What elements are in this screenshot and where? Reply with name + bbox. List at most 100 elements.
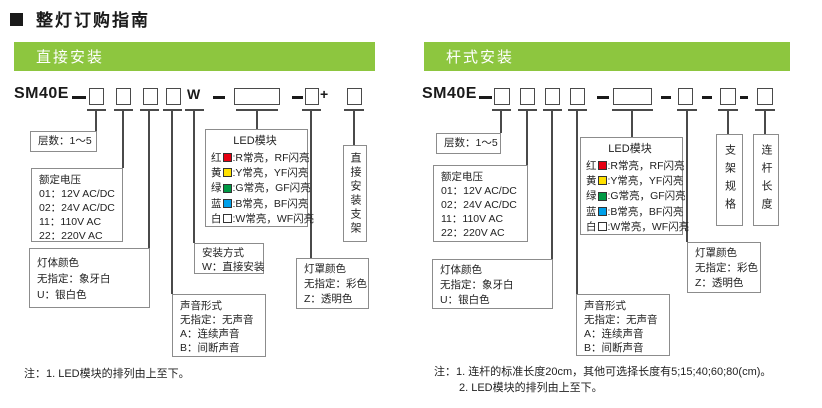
led-yellow-chip-icon <box>222 168 232 178</box>
shade-color-option: 无指定：彩色 <box>304 278 367 290</box>
separator-dash <box>702 96 712 99</box>
page-title: 整灯订购指南 <box>36 11 150 30</box>
led-row-blue: 蓝 :B常亮，BF闪亮 <box>211 196 309 211</box>
led-code-text: :R常亮，RF闪亮 <box>232 151 310 164</box>
note-line: 2. LED模块的排列由上至下。 <box>459 380 771 396</box>
led-module-box: LED模块 红:R常亮，RF闪亮 黄:Y常亮，YF闪亮 绿:G常亮，GF闪亮 蓝… <box>580 137 689 235</box>
layers-label: 层数：1～5 <box>444 137 498 149</box>
connector-line <box>256 109 258 129</box>
connector-line <box>193 109 195 243</box>
voltage-option: 02：24V AC/DC <box>441 199 517 211</box>
model-led-box <box>234 88 280 105</box>
model-shade-box <box>305 88 319 105</box>
led-row-green: 绿 :G常亮，GF闪亮 <box>211 181 311 196</box>
connector-line <box>171 109 173 294</box>
led-yellow-chip-icon <box>597 176 607 186</box>
voltage-option: 01：12V AC/DC <box>39 188 115 200</box>
led-code-text: :W常亮，WF闪亮 <box>232 212 315 225</box>
led-color-name: 白 <box>211 212 222 225</box>
model-digit-box-1 <box>89 88 104 105</box>
separator-dash <box>479 96 492 99</box>
bracket-spec-label: 支架规格 <box>723 144 736 216</box>
body-color-box: 灯体颜色 无指定：象牙白 U：银白色 <box>432 259 553 309</box>
model-bracket-spec-box <box>720 88 736 105</box>
separator-dash <box>292 96 303 99</box>
voltage-option: 11：110V AC <box>39 216 102 228</box>
connector-line <box>526 109 528 165</box>
direct-bracket-label: 直接安装支架 <box>349 151 361 236</box>
rod-length-label: 连杆长度 <box>760 144 772 216</box>
led-row-yellow: 黄:Y常亮，YF闪亮 <box>211 165 309 180</box>
note-direct: 注：1. LED模块的排列由上至下。 <box>24 366 190 382</box>
connector-line <box>122 109 124 168</box>
plus-sign: + <box>320 86 329 102</box>
sound-option: 无指定：无声音 <box>180 314 254 326</box>
sound-option: 无指定：无声音 <box>584 314 658 326</box>
led-code-text: :R常亮，RF闪亮 <box>607 159 685 172</box>
led-color-name: 黄 <box>586 174 597 187</box>
section-header-direct: 直接安装 <box>14 42 375 71</box>
separator-dash <box>597 96 609 99</box>
body-color-option: U：银白色 <box>440 294 490 306</box>
connector-line <box>353 109 355 145</box>
led-code-text: :Y常亮，YF闪亮 <box>232 166 309 179</box>
body-color-box: 灯体颜色 无指定：象牙白 U：银白色 <box>29 248 150 308</box>
led-code-text: :G常亮，GF闪亮 <box>232 182 311 195</box>
led-code-text: :B常亮，BF闪亮 <box>232 197 309 210</box>
led-color-name: 红 <box>586 159 597 172</box>
separator-dash <box>661 96 671 99</box>
led-module-title: LED模块 <box>233 135 277 147</box>
shade-color-title: 灯罩颜色 <box>304 263 346 275</box>
shade-color-option: Z：透明色 <box>304 293 353 305</box>
connector-line <box>500 109 502 133</box>
led-row-red: 红 :R常亮，RF闪亮 <box>211 150 310 165</box>
mount-method-box: 安装方式 W：直接安装 <box>194 243 264 274</box>
note-pole: 注：1. 连杆的标准长度20cm，其他可选择长度有5;15;40;60;80(c… <box>434 364 771 396</box>
mount-method-option: W：直接安装 <box>202 261 265 273</box>
led-row-white: 白 :W常亮，WF闪亮 <box>211 211 314 226</box>
voltage-title: 额定电压 <box>441 171 483 183</box>
sound-title: 声音形式 <box>180 300 222 312</box>
connector-line <box>310 109 312 258</box>
led-color-name: 红 <box>211 151 222 164</box>
led-red-chip-icon <box>222 153 232 163</box>
mount-code-letter: W <box>187 86 201 102</box>
direct-bracket-box: 直接安装支架 <box>343 145 367 242</box>
led-color-name: 白 <box>586 220 597 233</box>
rod-length-box: 连杆长度 <box>753 134 779 226</box>
sound-option: A：连续声音 <box>180 328 240 340</box>
led-blue-chip-icon <box>597 207 607 217</box>
led-row-yellow: 黄:Y常亮，YF闪亮 <box>586 173 683 188</box>
led-color-name: 绿 <box>586 190 597 203</box>
shade-color-box: 灯罩颜色 无指定：彩色 Z：透明色 <box>296 258 369 309</box>
led-row-green: 绿:G常亮，GF闪亮 <box>586 189 686 204</box>
bracket-spec-box: 支架规格 <box>716 134 743 226</box>
model-bracket-box <box>347 88 362 105</box>
model-prefix: SM40E <box>14 85 69 102</box>
connector-line <box>764 109 766 134</box>
body-color-option: U：银白色 <box>37 289 87 301</box>
separator-dash <box>213 96 225 99</box>
shade-color-option: 无指定：彩色 <box>695 262 758 274</box>
section-header-direct-label: 直接安装 <box>36 49 105 66</box>
led-color-name: 绿 <box>211 182 222 195</box>
connector-line <box>148 109 150 248</box>
separator-dash <box>740 96 748 99</box>
model-rod-length-box <box>757 88 773 105</box>
voltage-option: 22：220V AC <box>441 227 505 239</box>
mount-method-title: 安装方式 <box>202 247 244 259</box>
body-color-title: 灯体颜色 <box>37 257 79 269</box>
led-color-name: 蓝 <box>211 197 222 210</box>
model-led-box <box>613 88 652 105</box>
model-digit-box-4 <box>570 88 585 105</box>
sound-title: 声音形式 <box>584 300 626 312</box>
shade-color-option: Z：透明色 <box>695 277 744 289</box>
voltage-title: 额定电压 <box>39 174 81 186</box>
voltage-box: 额定电压 01：12V AC/DC 02：24V AC/DC 11：110V A… <box>31 168 123 242</box>
note-text: 1. 连杆的标准长度20cm，其他可选择长度有5;15;40;60;80(cm)… <box>456 366 772 378</box>
model-digit-box-1 <box>494 88 510 105</box>
body-color-option: 无指定：象牙白 <box>37 273 111 285</box>
connector-line <box>576 109 578 294</box>
led-green-chip-icon <box>597 191 607 201</box>
led-green-chip-icon <box>222 183 232 193</box>
